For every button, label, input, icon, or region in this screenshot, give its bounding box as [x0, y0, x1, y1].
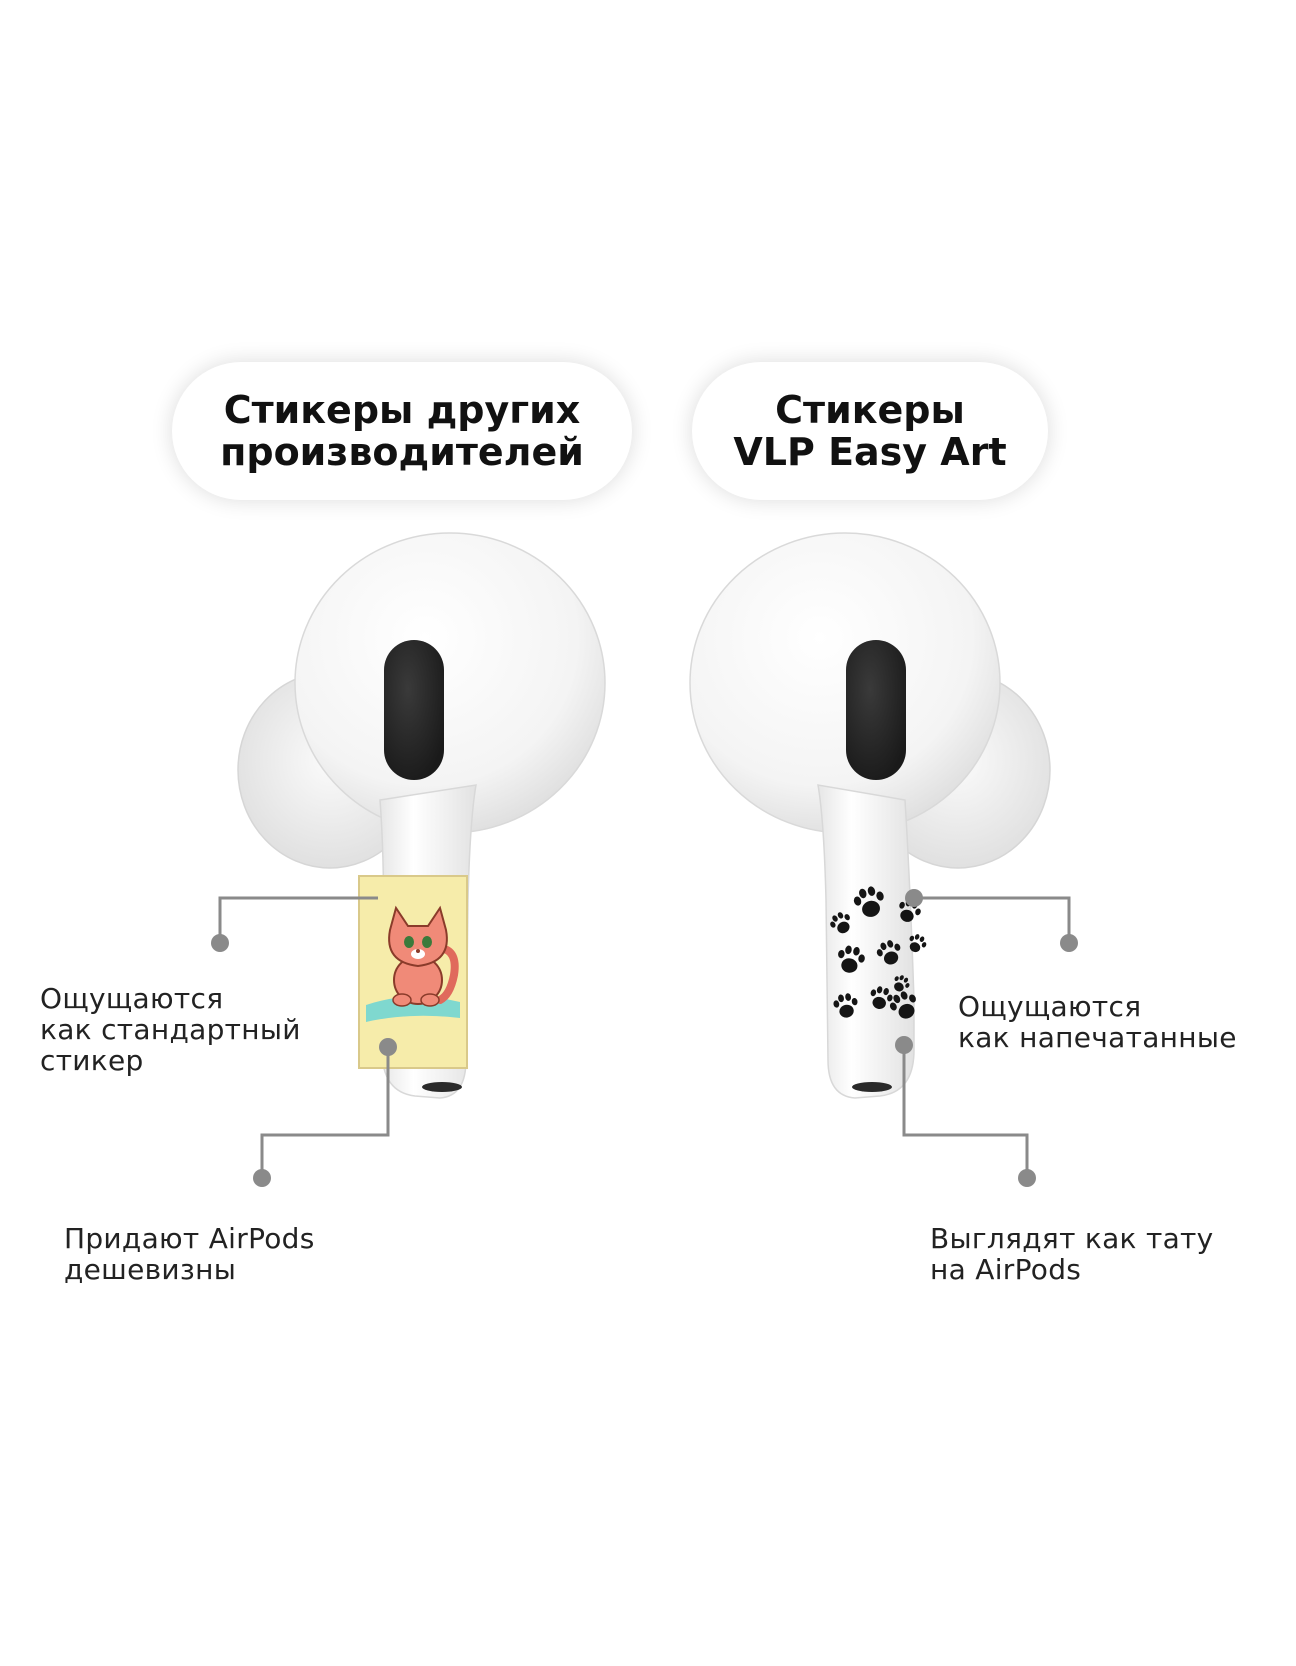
left-bud-body: [294, 532, 606, 834]
dot-right-bottom-start: [895, 1036, 913, 1054]
caption-left-bottom-line2: дешевизны: [64, 1253, 237, 1286]
caption-right-bottom-line2: на AirPods: [930, 1253, 1082, 1286]
caption-left-top-line2: как стандартный: [40, 1013, 301, 1046]
right-mic-grille: [852, 1082, 892, 1092]
right-bud-body: [689, 532, 1001, 834]
caption-left-bottom-line1: Придают AirPods: [64, 1222, 315, 1255]
caption-right-bottom-line1: Выглядят как тату: [930, 1222, 1214, 1255]
connector-lines: [218, 896, 1071, 1178]
cat-sticker-icon: [358, 875, 468, 1069]
caption-right-top-line2: как напечатанные: [958, 1021, 1237, 1054]
header-left-line2: производителей: [220, 430, 584, 474]
dot-right-top-start: [905, 889, 923, 907]
dot-left-top-end: [211, 934, 229, 952]
connector-right-bottom: [902, 1045, 1029, 1178]
connector-left-top: [218, 896, 378, 943]
dot-left-bottom-start: [379, 1038, 397, 1056]
caption-left-top: Ощущаются как стандартный стикер: [40, 983, 301, 1076]
header-left-line1: Стикеры других: [223, 388, 581, 432]
caption-right-bottom: Выглядят как тату на AirPods: [930, 1223, 1214, 1285]
caption-left-top-line1: Ощущаются: [40, 982, 224, 1015]
left-airpod: [237, 532, 606, 1099]
header-pill-vlp-easy-art: Стикеры VLP Easy Art: [692, 362, 1048, 500]
connector-right-top: [914, 896, 1071, 943]
caption-left-top-line3: стикер: [40, 1044, 144, 1077]
right-speaker-mesh: [846, 640, 906, 780]
dot-right-bottom-end: [1018, 1169, 1036, 1187]
connector-left-bottom: [260, 1050, 390, 1178]
header-pill-other-manufacturers: Стикеры других производителей: [172, 362, 632, 500]
dot-left-bottom-end: [253, 1169, 271, 1187]
right-airpod: [689, 532, 1051, 1099]
caption-left-bottom: Придают AirPods дешевизны: [64, 1223, 315, 1285]
header-right-line2: VLP Easy Art: [733, 430, 1007, 474]
left-mic-grille: [422, 1082, 462, 1092]
header-right-line1: Стикеры: [775, 388, 965, 432]
connector-dots: [211, 889, 1078, 1187]
caption-right-top: Ощущаются как напечатанные: [958, 991, 1237, 1053]
caption-right-top-line1: Ощущаются: [958, 990, 1142, 1023]
left-speaker-mesh: [384, 640, 444, 780]
dot-right-top-end: [1060, 934, 1078, 952]
